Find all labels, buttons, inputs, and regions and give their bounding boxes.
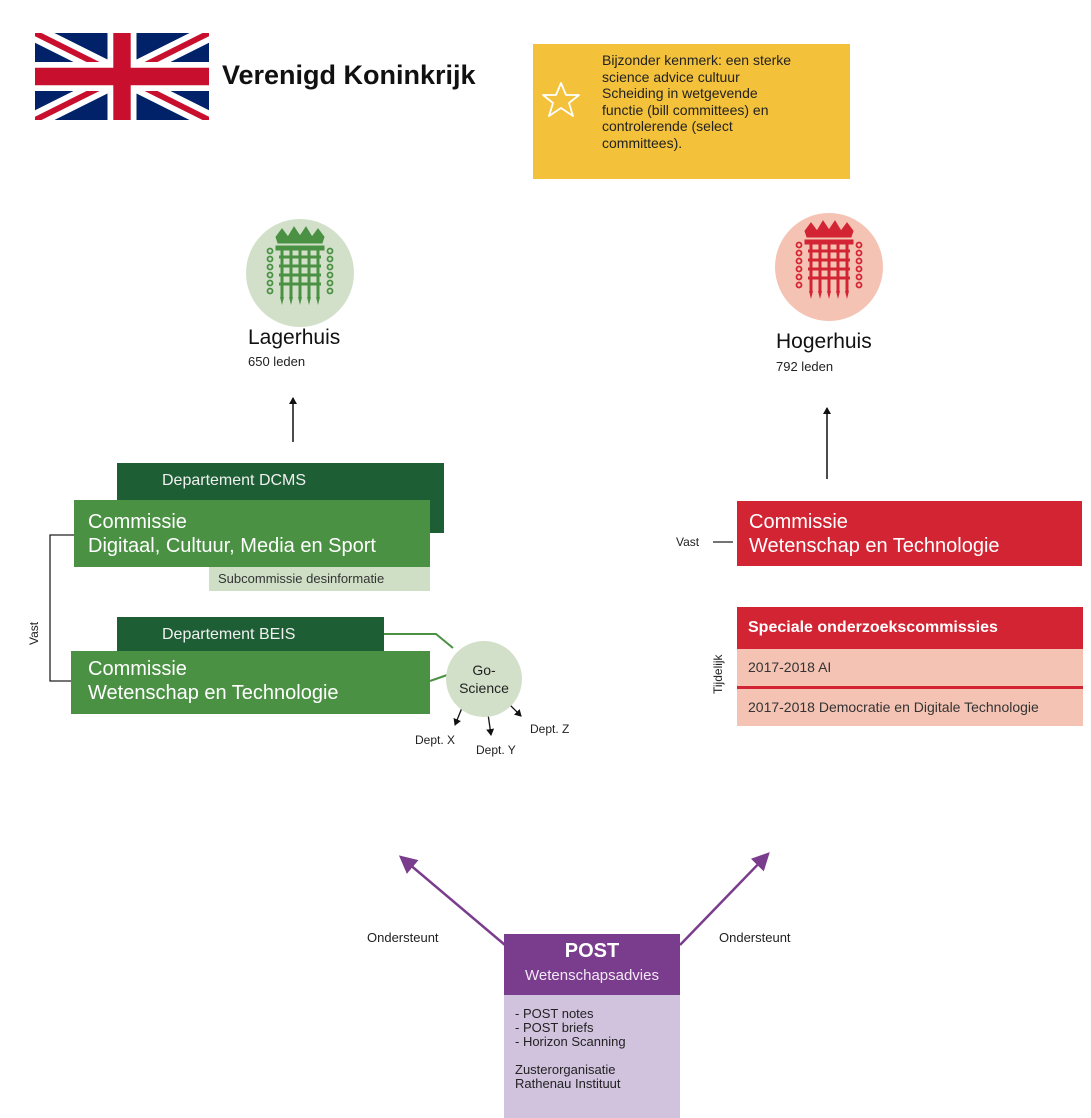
portcullis-icon (775, 213, 883, 321)
feature-box (533, 44, 850, 179)
committee-st-lords-box: Commissie Wetenschap en Technologie (737, 501, 1082, 566)
feature-line: functie (bill committees) en (602, 101, 769, 118)
dept-dcms-label: Departement DCMS (162, 472, 307, 489)
support-arrow-left (398, 855, 506, 946)
committee-st-commons-box: Commissie Wetenschap en Technologie (71, 651, 430, 714)
portcullis-icon (246, 219, 354, 327)
dept-z-label: Dept. Z (530, 722, 570, 736)
committee-st-lords-line: Commissie (749, 511, 848, 533)
tijdelijk-label: Tijdelijk (711, 654, 725, 694)
committee-dcms-line: Digitaal, Cultuur, Media en Sport (88, 535, 376, 557)
feature-line: Scheiding in wetgevende (602, 85, 758, 101)
post-header: POST Wetenschapsadvies (504, 934, 680, 995)
committee-dcms-box: Commissie Digitaal, Cultuur, Media en Sp… (74, 500, 430, 567)
post-item: - POST briefs (515, 1020, 594, 1035)
goscience-circle: Go- Science (446, 641, 522, 717)
post-subtitle: Wetenschapsadvies (525, 967, 659, 984)
post-item: - POST notes (515, 1006, 594, 1021)
dept-y-label: Dept. Y (476, 743, 516, 757)
post-title: POST (564, 940, 620, 962)
support-arrow-right (679, 852, 770, 946)
hogerhuis-name: Hogerhuis (776, 330, 872, 353)
post-sister-line: Rathenau Instituut (515, 1076, 621, 1091)
committee-st-lords-label: Commissie Wetenschap en Technologie (749, 510, 1000, 558)
dept-beis-label: Departement BEIS (162, 626, 296, 643)
lagerhuis-count: 650 leden (248, 354, 306, 369)
feature-line: science advice cultuur (602, 68, 740, 85)
committee-st-commons-label: Commissie Wetenschap en Technologie (88, 657, 339, 705)
feature-line: committees). (602, 134, 683, 151)
dept-x-label: Dept. X (415, 733, 456, 747)
post-sister-line: Zusterorganisatie (515, 1062, 616, 1077)
vast-label-lords: Vast (676, 535, 700, 549)
post-body: - POST notes - POST briefs - Horizon Sca… (504, 995, 680, 1118)
feature-line: controlerende (select (602, 118, 733, 134)
committee-dcms-label: Commissie Digitaal, Cultuur, Media en Sp… (88, 510, 376, 558)
support-label-left: Ondersteunt (367, 930, 439, 945)
feature-line: Bijzonder kenmerk: een sterke (602, 52, 792, 68)
feature-text: Bijzonder kenmerk: een sterke science ad… (602, 52, 842, 151)
committee-dcms-line: Commissie (88, 511, 187, 533)
dept-beis-box: Departement BEIS (117, 617, 384, 654)
committee-st-line: Commissie (88, 658, 187, 680)
page-title: Verenigd Koninkrijk (222, 60, 476, 90)
vast-bracket (49, 534, 74, 682)
uk-flag-icon (35, 33, 209, 120)
vast-label-commons: Vast (27, 621, 41, 645)
committee-st-lords-line: Wetenschap en Technologie (749, 535, 1000, 557)
lagerhuis-name: Lagerhuis (248, 326, 341, 349)
divider (737, 686, 1083, 689)
post-item: - Horizon Scanning (515, 1034, 626, 1049)
hogerhuis-count: 792 leden (776, 359, 834, 374)
special-committee-item: 2017-2018 AI (737, 649, 1083, 686)
support-label-right: Ondersteunt (719, 930, 791, 945)
star-icon (542, 82, 580, 117)
committee-st-line: Wetenschap en Technologie (88, 682, 339, 704)
goscience-line: Science (459, 680, 509, 696)
beis-connector (384, 633, 454, 649)
goscience-line: Go- (472, 662, 496, 678)
special-committee-item: 2017-2018 Democratie en Digitale Technol… (737, 689, 1083, 726)
special-committees-title: Speciale onderzoekscommissies (737, 607, 1083, 649)
subcommittee-label: Subcommissie desinformatie (209, 567, 430, 591)
